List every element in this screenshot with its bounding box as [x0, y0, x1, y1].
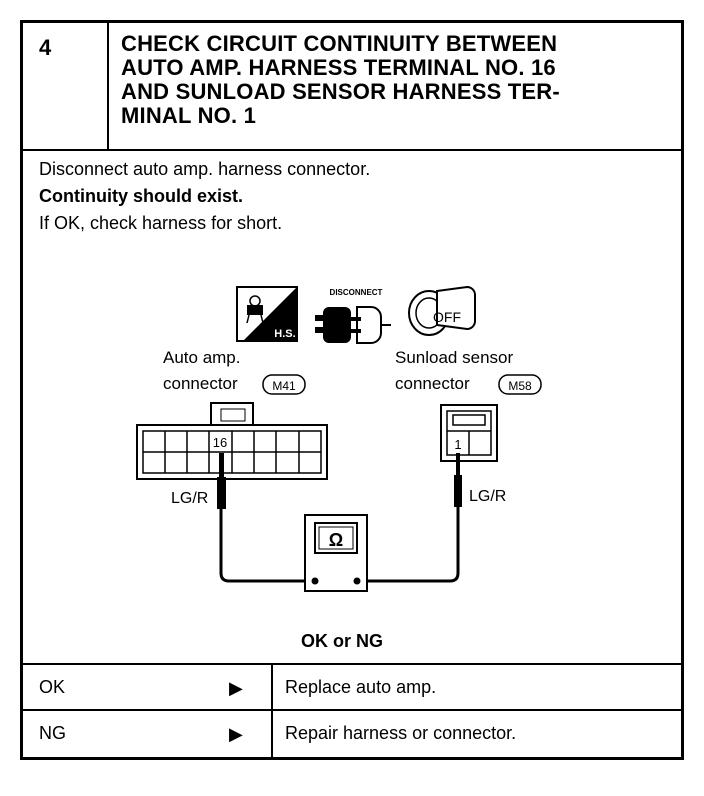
inspection-step-box: 4 CHECK CIRCUIT CONTINUITY BETWEEN AUTO … — [20, 20, 684, 760]
left-probe-tip — [219, 453, 224, 477]
result-ok-action: Replace auto amp. — [285, 677, 437, 697]
right-probe — [454, 475, 462, 507]
result-divider — [271, 711, 273, 757]
terminal-16-label: 16 — [213, 435, 227, 450]
sunload-connector-code: M58 — [508, 379, 532, 393]
instruction-continuity: Continuity should exist. — [39, 186, 244, 206]
step-number: 4 — [39, 35, 52, 60]
instruction-check-short: If OK, check harness for short. — [39, 213, 283, 233]
auto-amp-connector-code: M41 — [272, 379, 296, 393]
arrow-right-icon: ▶ — [229, 678, 243, 698]
disconnect-icon: DISCONNECT — [315, 288, 391, 344]
sunload-label-line1: Sunload sensor — [395, 348, 513, 367]
result-ng-action: Repair harness or connector. — [285, 723, 517, 743]
sunload-label-line2: connector — [395, 374, 470, 393]
result-ok-key: OK — [39, 677, 66, 697]
connector-code-badge-m41: M41 — [262, 374, 306, 395]
ignition-off-icon: OFF — [408, 285, 476, 336]
auto-amp-connector: 16 — [136, 402, 328, 480]
disconnect-label: DISCONNECT — [330, 288, 383, 297]
step-title: CHECK CIRCUIT CONTINUITY BETWEEN AUTO AM… — [121, 31, 560, 128]
left-probe — [217, 477, 226, 509]
result-ng-key: NG — [39, 723, 66, 743]
key-off-label: OFF — [433, 309, 461, 325]
right-probe-tip — [456, 453, 460, 475]
result-divider — [271, 665, 273, 711]
harness-icon: H.S. — [236, 286, 298, 342]
continuity-diagram: H.S. DISCONNECT OFF Auto amp. connector … — [136, 285, 542, 592]
sunload-sensor-connector: 1 — [440, 404, 498, 462]
right-wire-color: LG/R — [469, 488, 506, 505]
ohmmeter: Ω — [304, 514, 368, 592]
instruction-disconnect: Disconnect auto amp. harness connector. — [39, 159, 371, 179]
harness-icon-label: H.S. — [274, 328, 295, 340]
result-prompt: OK or NG — [301, 631, 384, 651]
auto-amp-label-line1: Auto amp. — [163, 348, 241, 367]
terminal-1-label: 1 — [454, 437, 461, 452]
left-test-lead — [219, 509, 315, 583]
arrow-right-icon: ▶ — [229, 724, 243, 744]
result-row-ok: OK ▶ Replace auto amp. — [23, 663, 681, 711]
auto-amp-label-line2: connector — [163, 374, 238, 393]
left-wire-color: LG/R — [171, 490, 208, 507]
header-divider — [107, 23, 109, 149]
ohm-symbol: Ω — [329, 530, 343, 550]
right-test-lead — [357, 507, 460, 583]
result-row-ng: NG ▶ Repair harness or connector. — [23, 709, 681, 757]
connector-code-badge-m58: M58 — [498, 374, 542, 395]
step-header: 4 CHECK CIRCUIT CONTINUITY BETWEEN AUTO … — [23, 23, 681, 151]
